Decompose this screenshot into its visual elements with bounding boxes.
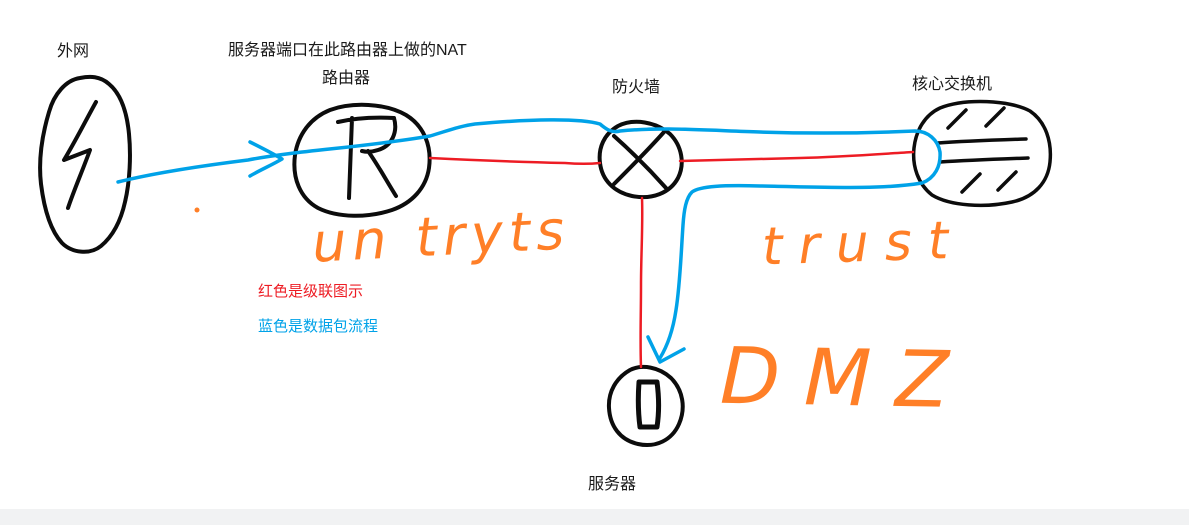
cloud-scribble	[62, 100, 98, 210]
flow-arrow-down	[646, 335, 686, 364]
zone-dmz-label: DMZ	[719, 331, 974, 427]
cascade-links	[428, 150, 915, 369]
switch-lines	[936, 106, 1030, 194]
packet-flow-path	[116, 118, 942, 364]
router-label: 路由器	[322, 70, 371, 87]
router-circle	[292, 102, 432, 218]
server-label: 服务器	[588, 476, 637, 493]
internet-label: 外网	[57, 43, 90, 60]
legend-red-line: 红色是级联图示	[258, 283, 364, 300]
nat-note: 服务器端口在此路由器上做的NAT	[228, 42, 467, 59]
cascade-firewall-server	[639, 196, 644, 369]
zone-untrust-label: un tryts	[310, 198, 572, 275]
core-switch-node	[911, 99, 1053, 208]
internet-cloud	[38, 74, 132, 254]
switch-outline	[911, 99, 1053, 208]
canvas-bottom-edge	[0, 509, 1189, 525]
cascade-firewall-switch	[678, 150, 915, 163]
router-node	[292, 102, 432, 218]
stray-orange-dot	[194, 207, 200, 213]
cascade-router-firewall	[428, 156, 602, 165]
server-circle	[606, 364, 685, 447]
firewall-x-mark	[612, 130, 668, 190]
firewall-node	[597, 119, 684, 199]
firewall-circle	[597, 119, 684, 199]
flow-line	[116, 118, 942, 360]
server-node	[606, 364, 685, 447]
flow-arrow-right	[248, 140, 284, 178]
server-rect	[635, 379, 661, 430]
core-switch-label: 核心交换机	[912, 76, 993, 93]
legend-blue-line: 蓝色是数据包流程	[258, 318, 379, 335]
cloud-outline	[38, 74, 132, 254]
firewall-label: 防火墙	[612, 79, 661, 96]
zone-trust-label: trust	[761, 210, 966, 278]
router-r-glyph	[336, 115, 398, 200]
